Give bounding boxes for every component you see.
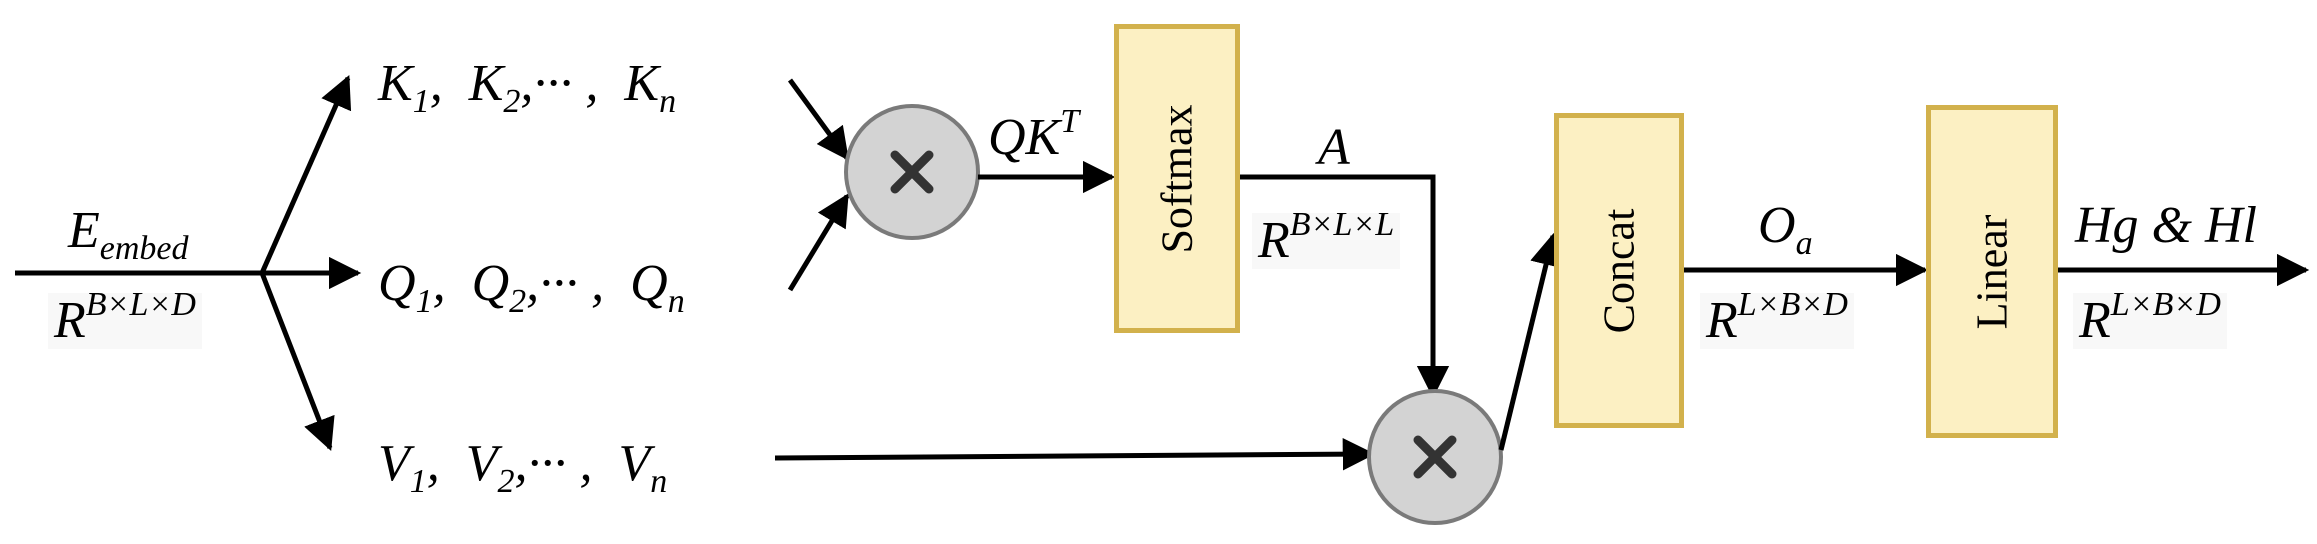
- multiply-icon: [1413, 435, 1457, 479]
- concat-label: Concat: [1594, 208, 1644, 333]
- concat-box: Concat: [1554, 113, 1684, 428]
- multiply-to-concat: [1498, 232, 1562, 451]
- linear-label: Linear: [1967, 214, 2017, 329]
- output-label: Hg & Hl: [2075, 197, 2257, 254]
- oa-shape-label: RL×B×D: [1700, 288, 1854, 349]
- multiply-icon: [890, 150, 934, 194]
- output-shape-label: RL×B×D: [2073, 288, 2227, 349]
- queries-label: Q1, Q2,··· , Qn: [378, 255, 685, 320]
- v-to-multiply: [774, 437, 1376, 471]
- softmax-label: Softmax: [1152, 103, 1202, 254]
- branch-to-k: [259, 75, 352, 275]
- softmax-to-multiply: [1239, 174, 1450, 399]
- oa-label: Oa: [1758, 197, 1813, 262]
- qkt-label: QKT: [988, 103, 1080, 166]
- branch-to-v: [259, 272, 335, 452]
- attention-label: A: [1318, 119, 1350, 176]
- k-to-multiply: [787, 78, 850, 161]
- values-label: V1, V2,··· , Vn: [378, 435, 668, 500]
- attention-shape-label: RB×L×L: [1252, 208, 1401, 269]
- q-to-multiply: [787, 193, 850, 292]
- keys-label: K1, K2,··· , Kn: [378, 55, 677, 120]
- input-embedding-label: Eembed: [68, 202, 189, 267]
- input-shape-label: RB×L×D: [48, 288, 202, 349]
- linear-box: Linear: [1926, 105, 2058, 438]
- softmax-box: Softmax: [1114, 24, 1240, 333]
